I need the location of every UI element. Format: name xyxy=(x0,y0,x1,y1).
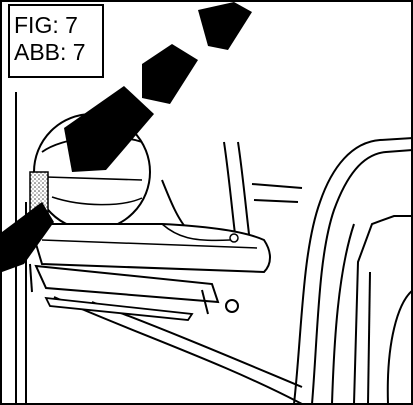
door-frame xyxy=(293,137,411,403)
fig-number-label: FIG: 7 xyxy=(14,12,78,38)
figure-caption-box: FIG: 7 ABB: 7 xyxy=(8,4,104,78)
seat-cushion xyxy=(28,223,271,274)
abb-number-label: ABB: 7 xyxy=(14,39,86,65)
seat-rail xyxy=(29,263,239,321)
detail-circle xyxy=(29,113,151,231)
